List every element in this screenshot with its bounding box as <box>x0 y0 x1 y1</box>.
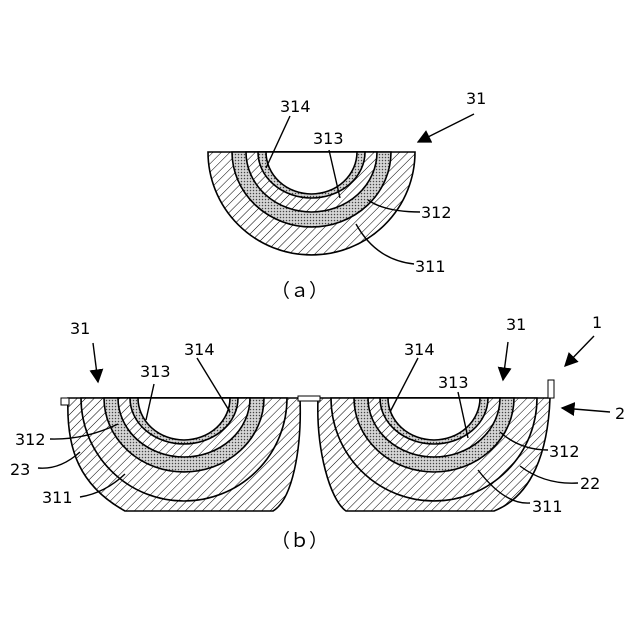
label-311-right: 311 <box>532 497 563 516</box>
mold-tab-left <box>61 398 69 405</box>
leader-23 <box>38 452 80 468</box>
label-314-right: 314 <box>404 340 435 359</box>
mold-connector <box>298 396 320 401</box>
label-1: 1 <box>592 313 602 332</box>
label-31-right: 31 <box>506 315 526 334</box>
figure-b: 31 313 314 312 23 311 314 313 31 312 22 … <box>10 313 625 552</box>
label-314-left: 314 <box>184 340 215 359</box>
label-312-right: 312 <box>549 442 580 461</box>
label-23: 23 <box>10 460 30 479</box>
arrow-31-left <box>93 343 98 382</box>
label-314-a: 314 <box>280 97 311 116</box>
arrow-2 <box>562 408 610 412</box>
arrow-31-a <box>418 114 474 142</box>
label-22: 22 <box>580 474 600 493</box>
lens-31-a <box>208 152 415 255</box>
label-311-left: 311 <box>42 488 73 507</box>
figure-a: 314 313 312 311 31 （ａ） <box>208 89 486 302</box>
label-313-right: 313 <box>438 373 469 392</box>
arrow-31-right <box>503 342 508 380</box>
arrow-1 <box>565 336 594 366</box>
caption-a: （ａ） <box>271 280 328 302</box>
label-313-a: 313 <box>313 129 344 148</box>
label-312-left: 312 <box>15 430 46 449</box>
label-312-a: 312 <box>421 203 452 222</box>
label-31-left: 31 <box>70 319 90 338</box>
label-31-a: 31 <box>466 89 486 108</box>
label-311-a: 311 <box>415 257 446 276</box>
label-313-left: 313 <box>140 362 171 381</box>
label-2: 2 <box>615 404 625 423</box>
caption-b: （ｂ） <box>271 530 328 552</box>
mold-flange-right <box>548 380 554 398</box>
